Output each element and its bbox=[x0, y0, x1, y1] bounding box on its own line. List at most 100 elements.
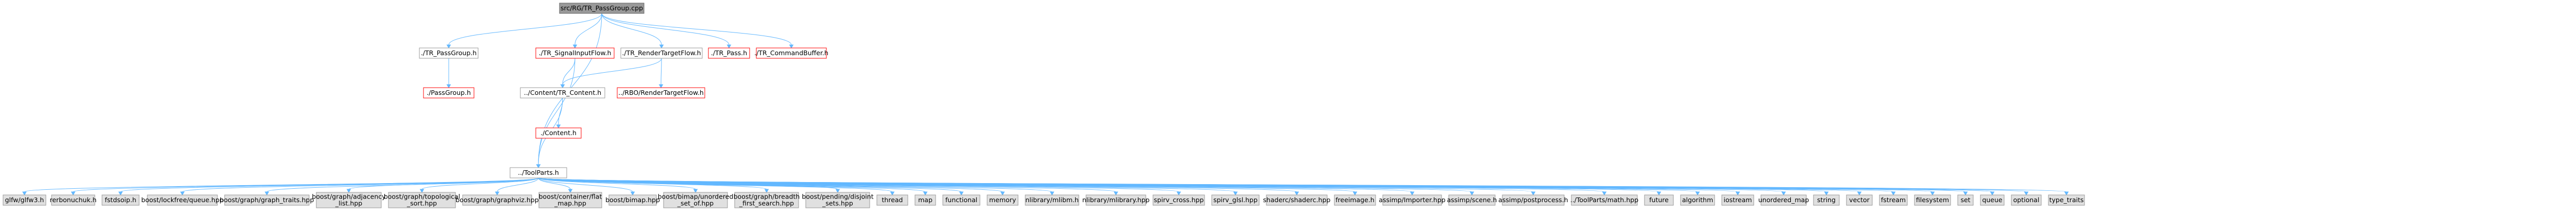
node-label: string bbox=[1817, 196, 1836, 204]
leaf-node-l34[interactable]: fstream bbox=[1879, 194, 1908, 206]
node-label: optional bbox=[2013, 196, 2040, 204]
leaf-node-l17[interactable]: memory bbox=[987, 194, 1019, 206]
file-node-signalinput_h[interactable]: ./TR_SignalInputFlow.h bbox=[535, 47, 615, 59]
leaf-node-l36[interactable]: set bbox=[1957, 194, 1974, 206]
file-node-content2_h[interactable]: ./Content.h bbox=[535, 127, 582, 139]
node-label: vector bbox=[1849, 196, 1870, 204]
edge-root-to-commandbuffer_h bbox=[601, 13, 794, 48]
leaf-node-l35[interactable]: filesystem bbox=[1914, 194, 1951, 206]
edge-toolparts_h-to-l6 bbox=[346, 177, 539, 193]
node-label: ../RBO/RenderTargetFlow.h bbox=[618, 89, 704, 96]
leaf-node-l32[interactable]: string bbox=[1813, 194, 1840, 206]
leaf-node-l9[interactable]: boost/container/flat_map.hpp bbox=[538, 192, 602, 208]
node-label: fstdsoip.h bbox=[105, 196, 136, 204]
node-box bbox=[423, 87, 474, 99]
node-box bbox=[559, 3, 645, 14]
node-label: spirv_glsl.hpp bbox=[1213, 196, 1258, 204]
leaf-node-l14[interactable]: thread bbox=[876, 194, 908, 206]
leaf-node-l16[interactable]: functional bbox=[942, 194, 980, 206]
leaf-node-l37[interactable]: queue bbox=[1980, 194, 2005, 206]
leaf-node-l28[interactable]: future bbox=[1644, 194, 1674, 206]
file-node-root[interactable]: src/RG/TR_PassGroup.cpp bbox=[559, 3, 645, 14]
leaf-node-l31[interactable]: unordered_map bbox=[1758, 194, 1809, 206]
edge-content_h-to-content2_h bbox=[556, 97, 563, 128]
node-label: assimp/postprocess.h bbox=[1498, 196, 1568, 204]
leaf-node-l18[interactable]: nlibrary/mlibm.h bbox=[1025, 194, 1079, 206]
node-label: boost/container/flat bbox=[539, 193, 602, 201]
node-label: unordered_map bbox=[1758, 196, 1809, 204]
leaf-node-l3[interactable]: fstdsoip.h bbox=[101, 194, 140, 206]
node-box bbox=[1644, 194, 1674, 206]
edge-rendertarget_h-to-rbo_h bbox=[658, 58, 664, 88]
leaf-node-l12[interactable]: boost/graph/breadth_first_search.hpp bbox=[734, 192, 800, 208]
edge-toolparts_h-to-l2 bbox=[71, 177, 539, 195]
leaf-node-l39[interactable]: type_traits bbox=[2048, 194, 2085, 206]
leaf-node-l27[interactable]: ../ToolParts/math.hpp bbox=[1570, 194, 1638, 206]
node-box bbox=[914, 194, 936, 206]
file-node-passgroup2_h[interactable]: ./PassGroup.h bbox=[423, 87, 474, 99]
leaf-node-l29[interactable]: algorithm bbox=[1680, 194, 1715, 206]
node-box bbox=[876, 194, 908, 206]
node-label: _first_search.hpp bbox=[739, 200, 794, 207]
node-box bbox=[608, 194, 657, 206]
file-node-content_h[interactable]: ../Content/TR_Content.h bbox=[520, 87, 605, 99]
leaf-node-l8[interactable]: boost/graph/graphviz.hpp bbox=[455, 194, 539, 206]
leaf-node-l5[interactable]: boost/graph/graph_traits.hpp bbox=[220, 194, 314, 206]
node-label: boost/graph/graph_traits.hpp bbox=[220, 196, 314, 204]
node-box bbox=[1571, 194, 1638, 206]
leaf-node-l6[interactable]: boost/graph/adjacency_list.hpp bbox=[312, 192, 386, 208]
file-node-toolparts_h[interactable]: ../ToolParts.h bbox=[510, 167, 567, 178]
node-box bbox=[510, 167, 567, 178]
node-box bbox=[1879, 194, 1908, 206]
node-box bbox=[388, 192, 456, 208]
leaf-node-l30[interactable]: iostream bbox=[1721, 194, 1754, 206]
leaf-node-l26[interactable]: assimp/postprocess.h bbox=[1498, 194, 1568, 206]
node-label: type_traits bbox=[2049, 196, 2084, 204]
leaf-node-l21[interactable]: spirv_glsl.hpp bbox=[1211, 194, 1260, 206]
leaf-node-l13[interactable]: boost/pending/disjoint_sets.hpp bbox=[802, 192, 874, 208]
file-node-commandbuffer_h[interactable]: ./TR_CommandBuffer.h bbox=[754, 47, 828, 59]
node-label: boost/pending/disjoint bbox=[802, 193, 873, 201]
node-box bbox=[2048, 194, 2085, 206]
leaf-node-l4[interactable]: boost/lockfree/queue.hpp bbox=[141, 194, 224, 206]
node-box bbox=[987, 194, 1019, 206]
node-box bbox=[708, 47, 750, 59]
leaf-node-l33[interactable]: vector bbox=[1846, 194, 1873, 206]
node-box bbox=[1211, 194, 1260, 206]
leaf-node-l38[interactable]: optional bbox=[2011, 194, 2042, 206]
node-label: glfw/glfw3.h bbox=[5, 196, 44, 204]
node-label: map bbox=[918, 196, 933, 204]
file-node-rbo_h[interactable]: ../RBO/RenderTargetFlow.h bbox=[617, 87, 705, 99]
leaf-node-l20[interactable]: spirv_cross.hpp bbox=[1153, 194, 1205, 206]
node-label: ./TR_PassGroup.h bbox=[421, 49, 477, 57]
node-label: boost/graph/adjacency bbox=[312, 193, 386, 201]
leaf-node-l15[interactable]: map bbox=[914, 194, 936, 206]
node-box bbox=[1721, 194, 1754, 206]
file-node-pass_h[interactable]: ./TR_Pass.h bbox=[708, 47, 750, 59]
leaf-node-l2[interactable]: rerbonuchuk.h bbox=[50, 194, 97, 206]
leaf-node-l19[interactable]: nlibrary/mlibrary.hpp bbox=[1082, 194, 1150, 206]
node-label: boost/lockfree/queue.hpp bbox=[141, 196, 224, 204]
node-label: assimp/scene.h bbox=[1447, 196, 1497, 204]
node-box bbox=[1957, 194, 1974, 206]
node-label: filesystem bbox=[1916, 196, 1949, 204]
file-node-passgroup_h[interactable]: ./TR_PassGroup.h bbox=[419, 47, 479, 59]
leaf-node-l22[interactable]: shaderc/shaderc.hpp bbox=[1263, 194, 1331, 206]
leaf-node-l25[interactable]: assimp/scene.h bbox=[1447, 194, 1497, 206]
node-box bbox=[663, 192, 728, 208]
node-box bbox=[462, 194, 532, 206]
leaf-node-l23[interactable]: freeimage.h bbox=[1334, 194, 1376, 206]
edge-toolparts_h-to-l11 bbox=[538, 177, 698, 193]
leaf-node-l10[interactable]: boost/bimap.hpp bbox=[605, 194, 660, 206]
edge-root-to-rendertarget_h bbox=[601, 13, 664, 48]
node-label: shaderc/shaderc.hpp bbox=[1263, 196, 1331, 204]
node-label: _list.hpp bbox=[335, 200, 362, 207]
leaf-node-l1[interactable]: glfw/glfw3.h bbox=[3, 194, 46, 206]
node-label: functional bbox=[945, 196, 977, 204]
node-box bbox=[734, 192, 799, 208]
file-node-rendertarget_h[interactable]: ./TR_RenderTargetFlow.h bbox=[620, 47, 703, 59]
leaf-node-l24[interactable]: assimp/Importer.hpp bbox=[1379, 194, 1446, 206]
leaf-node-l7[interactable]: boost/graph/topological_sort.hpp bbox=[384, 192, 460, 208]
leaf-node-l11[interactable]: boost/bimap/unordered_set_of.hpp bbox=[658, 192, 734, 208]
